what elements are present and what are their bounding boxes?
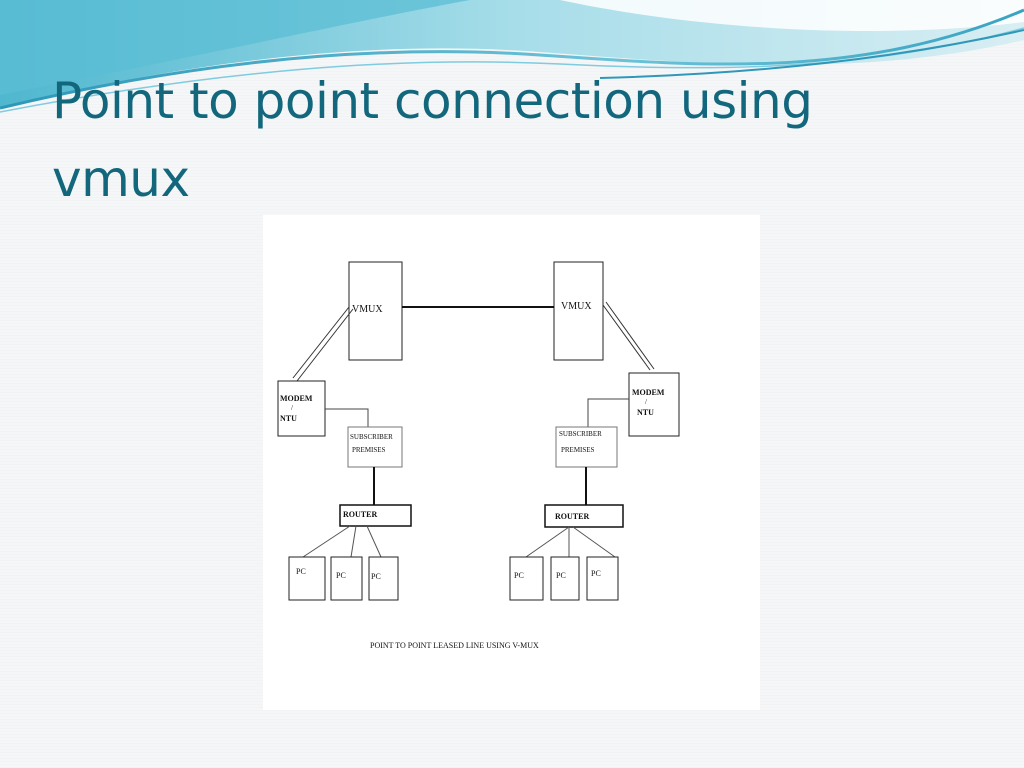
subscriber-label-right-1: SUBSCRIBER: [559, 430, 602, 438]
pc-box-left-2: [330, 556, 363, 601]
pc-box-right-1: [509, 556, 544, 601]
vmux-label-right: VMUX: [561, 301, 592, 312]
pc-box-left-3: [368, 556, 399, 601]
modem-box-left: [277, 380, 326, 437]
network-diagram-figure: VMUX VMUX MODEM / NTU MODEM / NTU SUBSCR…: [263, 215, 760, 710]
pc-label-right-2: PC: [556, 571, 566, 580]
vmux-box-right: [553, 261, 604, 361]
vmux-label-left: VMUX: [352, 304, 383, 315]
link-vmux-modem-left-b: [296, 308, 354, 382]
modem-label-left-1: MODEM: [280, 394, 313, 403]
modem-label-left-2: /: [291, 404, 293, 412]
link-vmux-modem-left-a: [292, 306, 350, 379]
link-vmux-modem-right-b: [605, 301, 655, 370]
pc-label-left-2: PC: [336, 571, 346, 580]
modem-label-right-3: NTU: [637, 408, 654, 417]
link-router-pc-right-1: [525, 526, 570, 558]
header-wave-decoration: [0, 0, 1024, 113]
link-vmux-modem-right-a: [602, 304, 651, 371]
router-label-right: ROUTER: [555, 512, 589, 521]
link-modem-subscriber-right: [587, 398, 629, 427]
link-router-pc-left-1: [302, 525, 351, 558]
pc-label-right-3: PC: [591, 569, 601, 578]
subscriber-label-left-2: PREMISES: [352, 446, 386, 454]
link-router-pc-left-3: [366, 525, 382, 558]
diagram-caption: POINT TO POINT LEASED LINE USING V-MUX: [370, 641, 539, 650]
router-box-left: [339, 504, 412, 527]
link-router-pc-right-3: [572, 526, 616, 558]
pc-box-left-1: [288, 556, 326, 601]
subscriber-label-left-1: SUBSCRIBER: [350, 433, 393, 441]
link-router-pc-left-2: [350, 525, 357, 558]
pc-box-right-2: [550, 556, 580, 601]
pc-box-right-3: [586, 556, 619, 601]
vmux-box-left: [348, 261, 403, 361]
link-modem-subscriber-left: [325, 408, 369, 427]
modem-label-right-2: /: [645, 398, 647, 406]
subscriber-label-right-2: PREMISES: [561, 446, 595, 454]
router-label-left: ROUTER: [343, 510, 377, 519]
modem-label-left-3: NTU: [280, 414, 297, 423]
modem-label-right-1: MODEM: [632, 388, 665, 397]
pc-label-right-1: PC: [514, 571, 524, 580]
subscriber-box-left: [347, 426, 403, 468]
pc-label-left-3: PC: [371, 572, 381, 581]
modem-box-right: [628, 372, 680, 437]
router-box-right: [544, 504, 624, 528]
network-diagram: VMUX VMUX MODEM / NTU MODEM / NTU SUBSCR…: [277, 261, 680, 650]
pc-label-left-1: PC: [296, 567, 306, 576]
subscriber-box-right: [555, 426, 618, 468]
slide-title: Point to point connection using vmux: [52, 72, 813, 208]
